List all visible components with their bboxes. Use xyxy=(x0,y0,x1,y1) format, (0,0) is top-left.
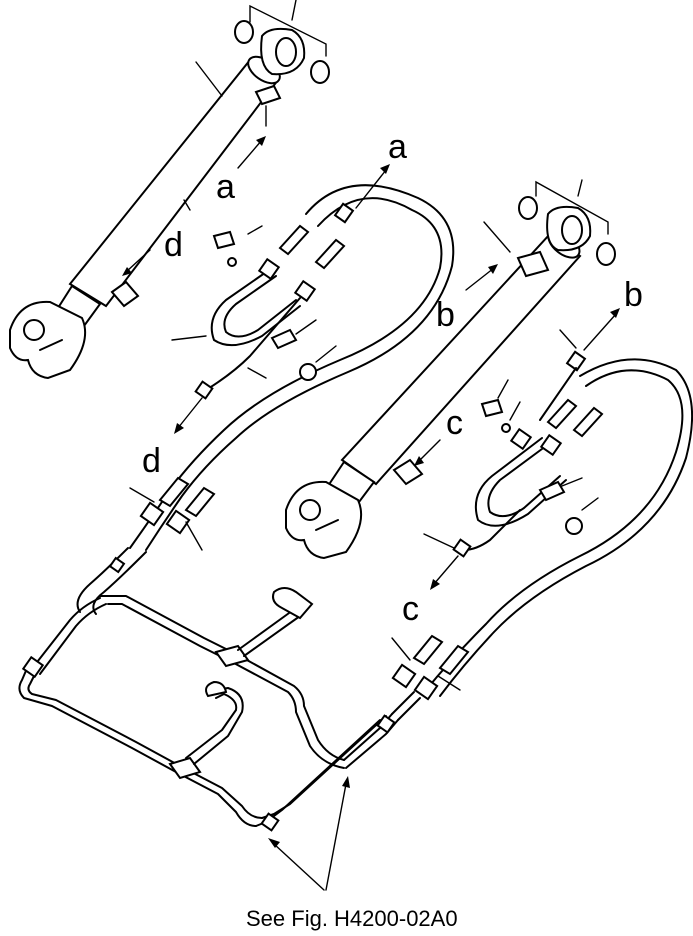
leader-line xyxy=(195,61,223,97)
arrow-d-low xyxy=(174,397,203,434)
left-seal-kit xyxy=(234,0,330,84)
leader-line xyxy=(129,487,155,503)
arrow-b-mid xyxy=(465,264,498,291)
left-hose-assembly xyxy=(129,184,455,551)
left-hydraulic-cylinder xyxy=(9,55,282,380)
leader-line xyxy=(185,521,203,551)
leader-line xyxy=(423,533,455,549)
leader-line xyxy=(247,367,267,379)
leader-line xyxy=(437,675,461,691)
see-fig-caption: See Fig. H4200-02A0 xyxy=(246,906,458,931)
leader-line xyxy=(183,199,191,211)
leader-line xyxy=(497,379,509,399)
leader-line xyxy=(509,401,521,421)
arrow-c-mid xyxy=(414,439,441,466)
right-hydraulic-cylinder xyxy=(285,229,582,560)
see-fig-callout-arrows xyxy=(268,776,350,891)
right-hose-assembly xyxy=(391,350,693,701)
arrow-d-left xyxy=(122,249,151,276)
label-a-top: a xyxy=(388,128,407,166)
label-b-right: b xyxy=(624,276,643,314)
label-d-left: d xyxy=(164,226,183,264)
arrow-c-low xyxy=(430,555,459,590)
leader-line xyxy=(561,477,583,487)
label-c-low: c xyxy=(402,590,419,628)
leader-line xyxy=(315,345,337,363)
steel-piping xyxy=(18,547,421,832)
leader-line xyxy=(581,497,599,511)
leader-line xyxy=(391,637,411,661)
arrow-b-right xyxy=(583,308,620,351)
label-a-mid: a xyxy=(216,168,235,206)
right-seal-kit xyxy=(518,179,616,266)
leader-line xyxy=(559,329,577,349)
label-b-mid: b xyxy=(436,296,455,334)
leader-line xyxy=(247,225,263,235)
arrow-a-top xyxy=(355,164,390,209)
leader-line xyxy=(483,221,511,253)
leader-line xyxy=(171,335,207,341)
leader-line xyxy=(295,319,317,335)
label-d-low: d xyxy=(142,442,161,480)
label-c-mid: c xyxy=(446,404,463,442)
arrow-a-mid xyxy=(237,136,266,169)
